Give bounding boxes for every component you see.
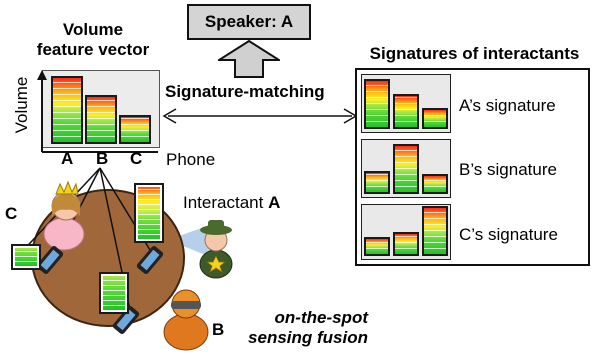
interactant-letter: A [268,193,281,212]
feature-vector-title-line2: feature vector [36,40,150,59]
fusion-line2: sensing fusion [248,328,368,347]
signature-b-bar-3 [422,174,448,194]
officer-a-figure [199,220,233,279]
feature-vector-bar-3 [119,115,151,144]
signature-c-bar-2 [393,232,419,256]
fusion-line1: on-the-spot [274,308,368,327]
x-category-c: C [130,149,143,168]
signature-b-bar-2 [393,144,419,194]
feature-vector-bar-1 [51,76,83,144]
signature-a-bar-2 [393,94,419,129]
y-axis-label: Volume [12,76,31,134]
signature-label-b: B’s signature [459,160,557,179]
feature-vector-title: Volume feature vector [18,20,168,60]
scene-graphic [17,167,233,351]
signature-label-a: A’s signature [459,96,556,115]
speaker-box: Speaker: A [187,4,311,40]
signature-c-bar-1 [364,237,390,256]
interactant-a-label: Interactant A [183,193,280,213]
matching-double-arrow [162,108,358,124]
phone-right [136,246,164,274]
fusion-label: on-the-spot sensing fusion [232,308,368,348]
feature-vector-bar-2 [85,95,117,144]
label-c: C [5,204,18,223]
phone-bottom [112,306,140,334]
signature-label-c: C’s signature [459,225,558,244]
x-axis-label: Phone [166,150,216,169]
feature-vector-title-line1: Volume [62,20,124,39]
x-category-b: B [96,149,109,168]
upward-arrow [218,40,280,78]
feature-vector-axes [37,70,158,153]
phone-left [36,246,64,274]
x-category-a: A [61,149,74,168]
signatures-title: Signatures of interactants [369,44,580,63]
signature-a-bar-1 [364,79,390,129]
phone-screen-b [99,272,129,314]
signature-a-bar-3 [422,108,448,129]
speaker-label: Speaker: A [204,12,294,31]
matching-label: Signature-matching [165,82,325,101]
interactant-prefix: Interactant [183,193,269,212]
label-b: B [212,320,225,339]
phone-screen-a [134,183,164,243]
person-b-figure [163,289,209,351]
signature-b-bar-1 [364,171,390,194]
phone-screen-c [11,244,41,270]
signature-c-bar-3 [422,206,448,256]
woman-c-figure [43,180,85,251]
